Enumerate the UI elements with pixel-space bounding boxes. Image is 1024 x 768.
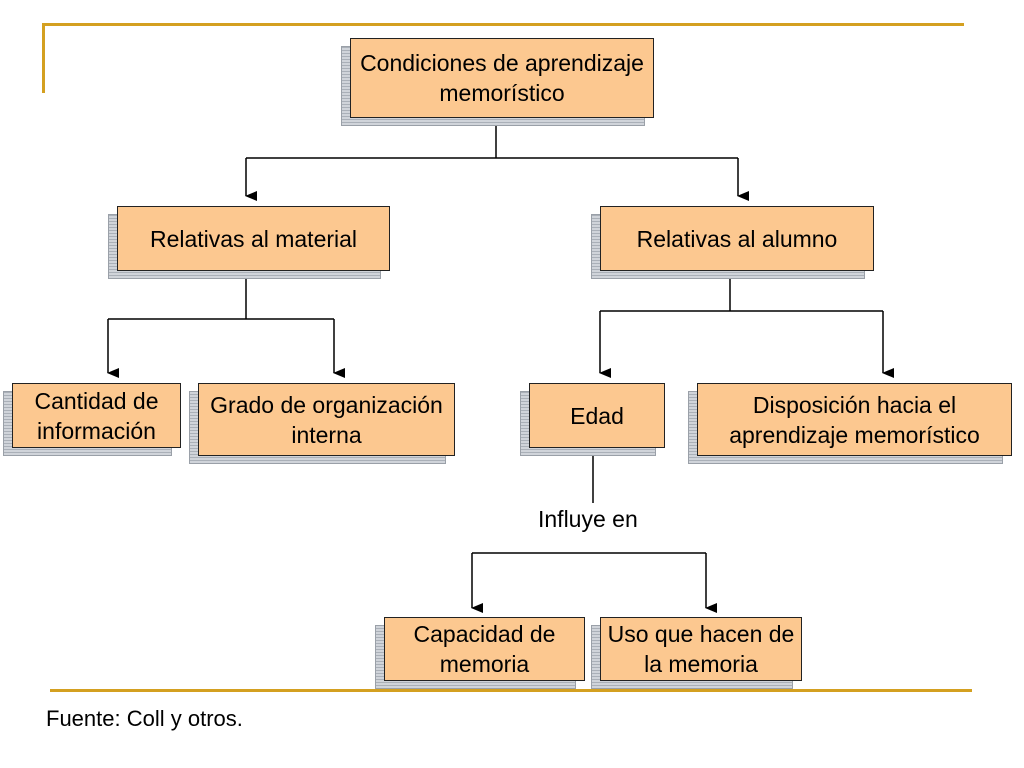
capacidad-node: Capacidad de memoria [375, 617, 585, 689]
source-footer: Fuente: Coll y otros. [46, 706, 243, 731]
top-accent-line [42, 23, 964, 26]
disposicion-node: Disposición hacia el aprendizaje memorís… [688, 383, 1012, 464]
root-node-label: Condiciones de aprendizaje memorístico [350, 38, 654, 118]
disposicion-node-label: Disposición hacia el aprendizaje memorís… [697, 383, 1012, 456]
uso-node-label: Uso que hacen de la memoria [600, 617, 802, 681]
cantidad-node: Cantidad de información [3, 383, 181, 456]
uso-node: Uso que hacen de la memoria [591, 617, 802, 689]
material-node: Relativas al material [108, 206, 390, 279]
edad-node-label: Edad [529, 383, 665, 448]
root-node: Condiciones de aprendizaje memorístico [341, 38, 654, 126]
cantidad-node-label: Cantidad de información [12, 383, 181, 448]
edad-node: Edad [520, 383, 665, 456]
capacidad-node-label: Capacidad de memoria [384, 617, 585, 681]
bottom-accent-line [50, 689, 972, 692]
grado-node-label: Grado de organización interna [198, 383, 455, 456]
alumno-node-label: Relativas al alumno [600, 206, 874, 271]
material-node-label: Relativas al material [117, 206, 390, 271]
left-accent-line [42, 23, 45, 93]
alumno-node: Relativas al alumno [591, 206, 874, 279]
grado-node: Grado de organización interna [189, 383, 455, 464]
influye-en-label: Influye en [538, 506, 638, 532]
